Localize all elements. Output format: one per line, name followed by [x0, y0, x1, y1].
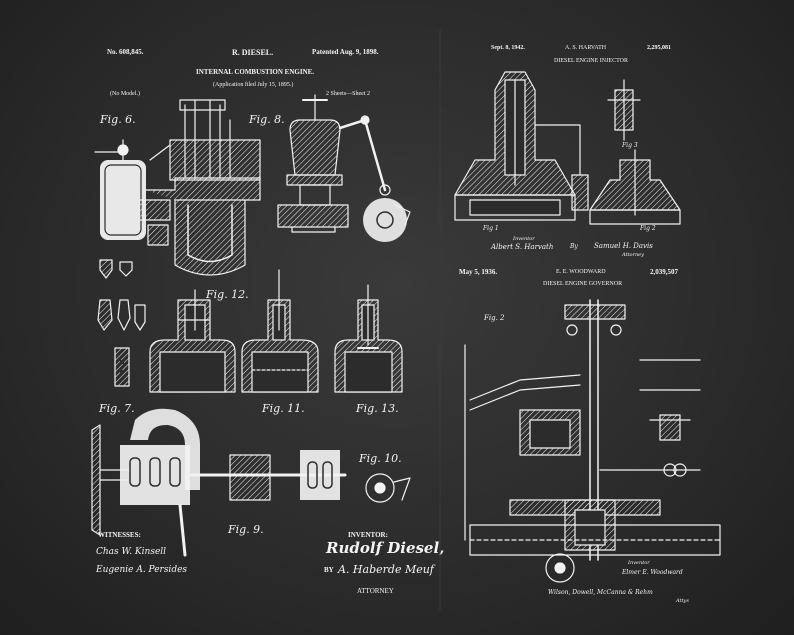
diesel-patent-number: No. 608,845. [107, 48, 144, 56]
harvath-inventor-signature: Albert S. Harvath [491, 243, 554, 251]
woodward-inventor-signature: Elmer E. Woodward [622, 569, 683, 576]
diesel-fig-9-label: Fig. 9. [228, 523, 264, 536]
diesel-fig-13-drawing [334, 284, 403, 393]
diesel-fig-12-label: Fig. 12. [206, 288, 249, 301]
diesel-witnesses-label: WITNESSES: [98, 531, 141, 539]
diesel-fig-6-drawing [94, 99, 261, 276]
diesel-inventor-label: INVENTOR: [348, 531, 388, 539]
diesel-fig-10-label: Fig. 10. [359, 452, 402, 465]
harvath-inventor-name: A. S. HARVATH [565, 45, 607, 51]
diesel-fig-11-label: Fig. 11. [262, 402, 305, 415]
harvath-injector-fig-3 [607, 79, 641, 141]
diesel-no-model: (No Model.) [110, 91, 140, 97]
diesel-fig-12-drawing [149, 289, 236, 393]
harvath-inventor-label: Inventor [513, 236, 535, 242]
diesel-inventor-signature: Rudolf Diesel, [326, 539, 445, 557]
harvath-patent-number: 2,295,081 [647, 45, 671, 51]
diesel-fig-6-label: Fig. 6. [100, 113, 136, 126]
woodward-inventor-label: Inventor [628, 560, 650, 566]
harvath-injector-fig-2 [589, 149, 681, 225]
diesel-fig-11-drawing [241, 269, 319, 393]
diesel-witness-1-signature: Chas W. Kinsell [96, 547, 167, 557]
diesel-fig-13-label: Fig. 13. [356, 402, 399, 415]
diesel-title: INTERNAL COMBUSTION ENGINE. [196, 68, 315, 76]
diesel-fig-7-label: Fig. 7. [99, 402, 135, 415]
woodward-attorney-label: Attys [676, 598, 689, 604]
harvath-by-label: By [570, 243, 578, 250]
woodward-title: DIESEL ENGINE GOVERNOR [543, 281, 623, 287]
diesel-by-label: BY [324, 566, 334, 574]
harvath-attorney-label: Attorney [622, 252, 644, 258]
harvath-fig-2-label: Fig 2 [640, 225, 656, 232]
diesel-patented-date: Patented Aug. 9, 1898. [312, 48, 379, 56]
diesel-fig-9-drawing [91, 408, 411, 557]
diesel-inventor-name: R. DIESEL. [232, 48, 274, 57]
diesel-fig-8-label: Fig. 8. [249, 113, 285, 126]
diesel-witness-2-signature: Eugenie A. Persides [96, 565, 188, 575]
harvath-attorney-signature: Samuel H. Davis [594, 242, 653, 250]
woodward-attorney-signature: Wilson, Dowell, McCanna & Rehm [548, 589, 653, 596]
woodward-date: May 5, 1936. [459, 268, 498, 276]
harvath-date: Sept. 8, 1942. [491, 45, 525, 51]
woodward-inventor-name: E. E. WOODWARD [556, 269, 606, 275]
diesel-fig-8-drawing [277, 94, 411, 242]
harvath-fig-3-label: Fig 3 [622, 142, 638, 149]
diesel-application: (Application filed July 15, 1895.) [213, 82, 294, 88]
diesel-sheets: 2 Sheets—Sheet 2 [326, 91, 370, 97]
diesel-fig-7-drawing [97, 259, 146, 387]
woodward-fig-2-label: Fig. 2 [484, 314, 505, 322]
harvath-fig-1-label: Fig 1 [483, 225, 499, 232]
woodward-patent-number: 2,039,507 [650, 268, 678, 276]
woodward-governor-fig-2 [464, 299, 721, 583]
diesel-attorney-label: ATTORNEY [357, 587, 394, 595]
harvath-title: DIESEL ENGINE INJECTOR [554, 58, 628, 64]
harvath-injector-fig-1 [454, 71, 589, 221]
diesel-attorney-signature: A. Haberde Meuf [338, 563, 434, 576]
